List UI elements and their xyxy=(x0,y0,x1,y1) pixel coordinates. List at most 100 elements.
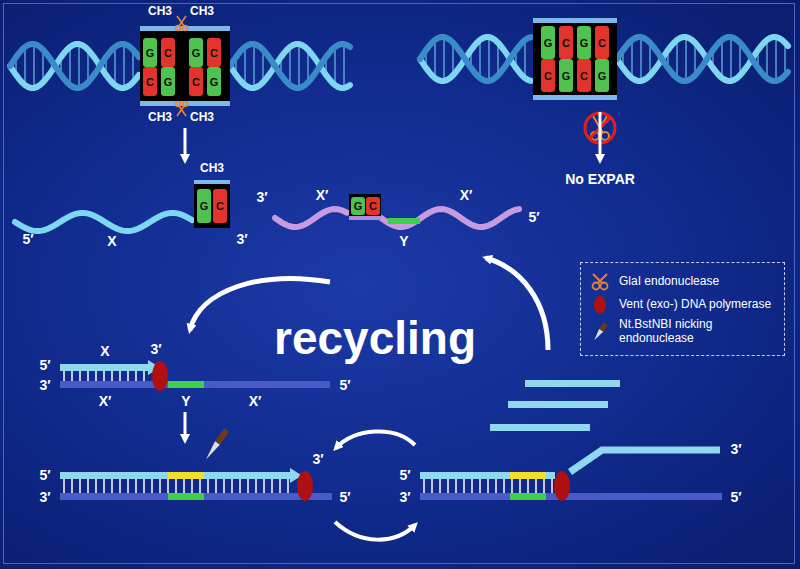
base-rung xyxy=(289,47,291,85)
base-letter: C xyxy=(562,37,570,49)
strand-label: 5′ xyxy=(39,358,50,373)
base-rung xyxy=(271,479,273,493)
strand-label: 3′ xyxy=(236,232,247,247)
base-rung xyxy=(423,479,425,493)
base-rung xyxy=(543,479,545,493)
base-letter: G xyxy=(146,47,155,59)
base-rung xyxy=(119,479,121,493)
strand-label: 5′ xyxy=(528,210,539,225)
strand-label: 3′ xyxy=(256,190,267,205)
strand-label: No EXPAR xyxy=(565,172,635,187)
base-rung xyxy=(463,479,465,493)
legend-row: Nt.BstNBI nicking endonuclease xyxy=(587,318,778,346)
base-rung xyxy=(215,479,217,493)
base-letter: C xyxy=(580,70,588,82)
base-letter: G xyxy=(200,200,209,212)
base-rung xyxy=(127,479,129,493)
strand-label: 3′ xyxy=(730,442,741,457)
base-rung xyxy=(191,479,193,493)
base-rung xyxy=(33,44,35,88)
base-rung xyxy=(685,37,687,81)
base-letter: G xyxy=(192,47,201,59)
methyl-label: CH3 xyxy=(190,111,214,124)
base-rung xyxy=(175,479,177,493)
base-rung xyxy=(730,37,732,81)
base-letter: C xyxy=(369,200,377,212)
legend-icon xyxy=(587,272,613,292)
base-rung xyxy=(479,40,481,78)
base-rung xyxy=(143,371,145,381)
base-rung xyxy=(119,371,121,381)
dna-strand xyxy=(617,37,788,81)
methyl-label: CH3 xyxy=(190,5,214,18)
strand-label: 3′ xyxy=(399,490,410,505)
dna-strand xyxy=(10,44,139,88)
base-rung xyxy=(551,479,553,493)
base-rung xyxy=(167,479,169,493)
base-letter: G xyxy=(210,76,219,88)
base-rung xyxy=(631,40,633,78)
strand-label: 5′ xyxy=(399,468,410,483)
legend-icon xyxy=(587,322,613,342)
legend: GlaI endonucleaseVent (exo-) DNA polymer… xyxy=(580,262,785,356)
dna-strand xyxy=(381,209,519,227)
base-rung xyxy=(471,479,473,493)
base-rung xyxy=(519,479,521,493)
dna-strand xyxy=(420,37,531,81)
base-rung xyxy=(71,479,73,493)
y-segment xyxy=(388,218,420,224)
legend-row: GlaI endonuclease xyxy=(587,272,778,292)
base-rung xyxy=(79,479,81,493)
base-rung xyxy=(503,479,505,493)
base-rung xyxy=(247,479,249,493)
base-rung xyxy=(71,371,73,381)
dna-strand xyxy=(15,213,192,231)
base-rung xyxy=(111,371,113,381)
methyl-label: CH3 xyxy=(200,162,224,175)
base-rung xyxy=(495,479,497,493)
strand-label: X xyxy=(100,344,109,359)
base-rung xyxy=(775,37,777,81)
strand-label: 5′ xyxy=(730,490,741,505)
base-rung xyxy=(63,371,65,381)
base-rung xyxy=(253,44,255,88)
dna-strand xyxy=(10,44,139,88)
base-rung xyxy=(127,371,129,381)
strand-label: 3′ xyxy=(39,378,50,393)
base-rung xyxy=(535,479,537,493)
base-rung xyxy=(527,479,529,493)
base-rung xyxy=(479,479,481,493)
base-letter: C xyxy=(146,76,154,88)
base-rung xyxy=(78,44,80,88)
strand-label: 5′ xyxy=(22,232,33,247)
base-rung xyxy=(487,479,489,493)
base-rung xyxy=(447,479,449,493)
legend-text: Nt.BstNBI nicking endonuclease xyxy=(619,318,778,346)
strand-label: Y xyxy=(181,394,190,409)
base-letter: G xyxy=(354,200,363,212)
base-rung xyxy=(255,479,257,493)
dna-strand xyxy=(230,44,350,88)
base-rung xyxy=(279,479,281,493)
legend-text: Vent (exo-) DNA polymerase xyxy=(619,298,771,312)
base-letter: G xyxy=(598,70,607,82)
base-rung xyxy=(439,479,441,493)
base-rung xyxy=(103,479,105,493)
base-rung xyxy=(676,40,678,78)
base-rung xyxy=(239,479,241,493)
dna-strand xyxy=(230,44,350,88)
dna-strand xyxy=(275,209,347,227)
base-rung xyxy=(87,371,89,381)
base-letter: G xyxy=(562,70,571,82)
methyl-label: CH3 xyxy=(148,111,172,124)
strand-label: X′ xyxy=(99,394,112,409)
base-letter: C xyxy=(598,37,606,49)
base-rung xyxy=(334,47,336,85)
base-rung xyxy=(488,37,490,81)
base-rung xyxy=(524,40,526,78)
base-letter: C xyxy=(164,47,172,59)
base-rung xyxy=(443,37,445,81)
strand-label: X′ xyxy=(249,394,262,409)
base-letter: C xyxy=(192,76,200,88)
base-rung xyxy=(143,479,145,493)
